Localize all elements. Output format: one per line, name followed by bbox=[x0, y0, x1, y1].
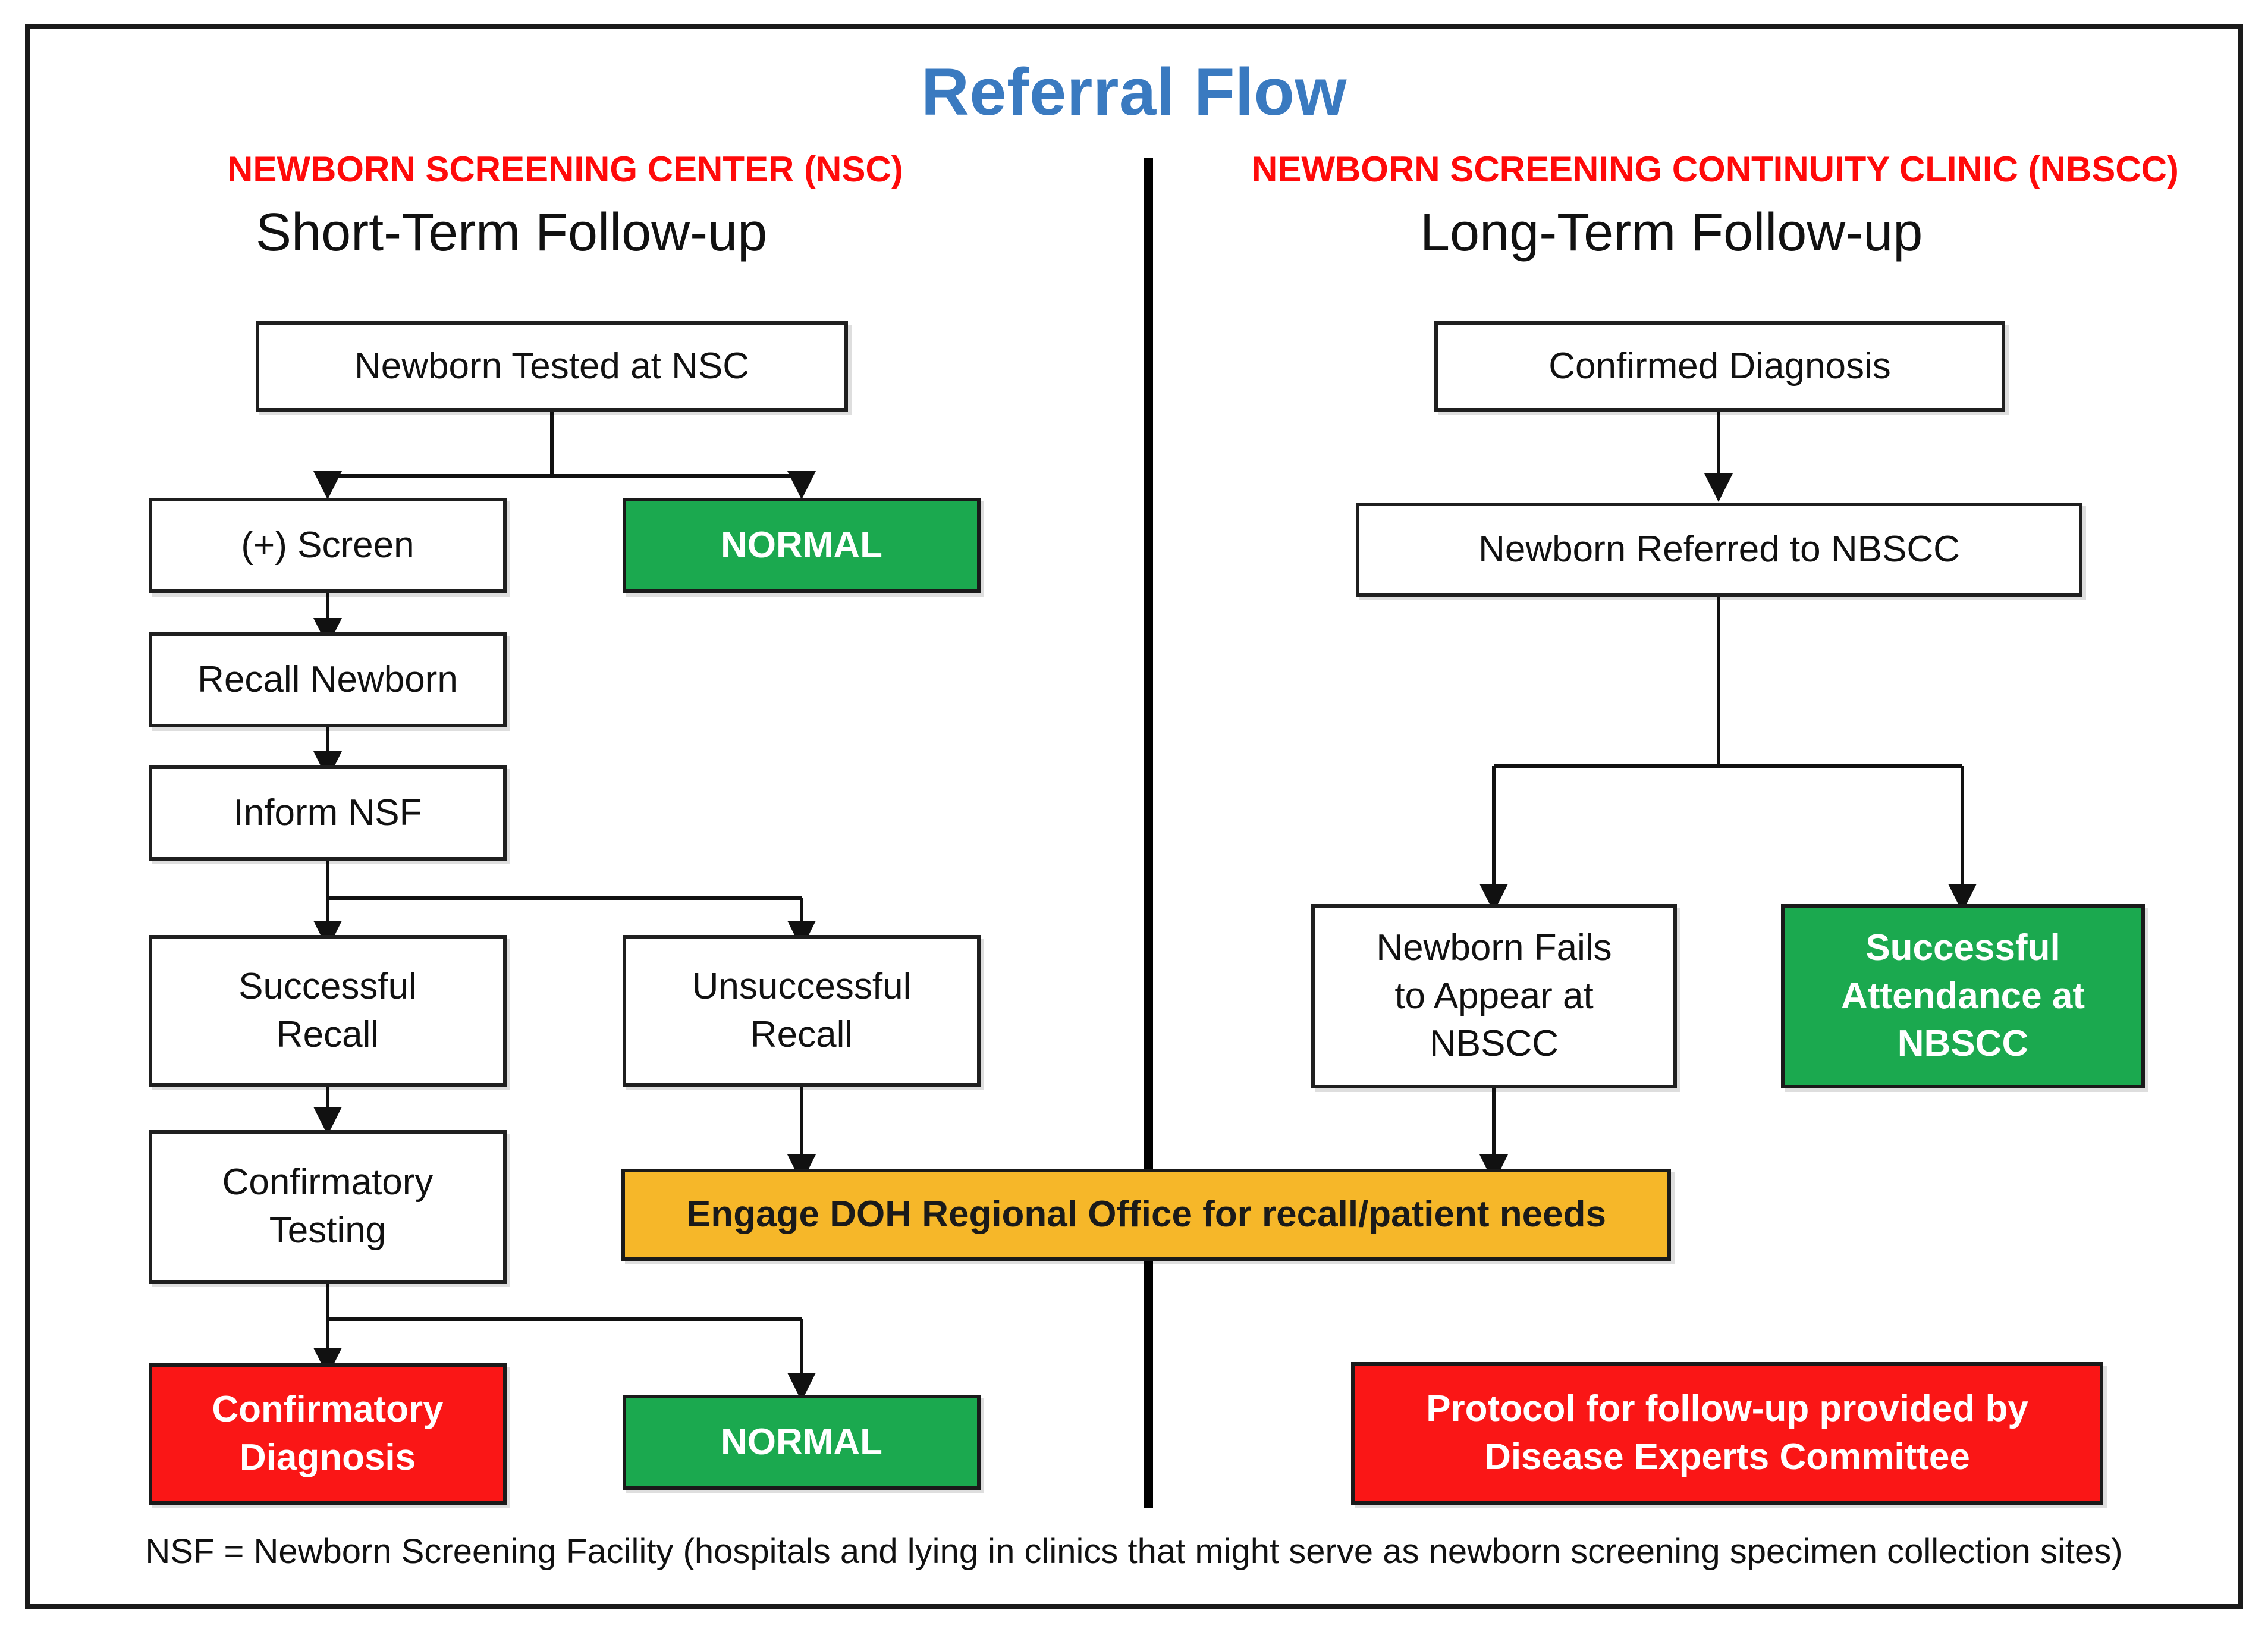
footnote-nsf-definition: NSF = Newborn Screening Facility (hospit… bbox=[145, 1532, 2123, 1571]
right-column-phase-label: Long-Term Follow-up bbox=[1420, 203, 1923, 262]
node-successful-attendance[interactable]: Successful Attendance at NBSCC bbox=[1781, 904, 2145, 1088]
node-normal-bottom[interactable]: NORMAL bbox=[623, 1395, 981, 1490]
node-confirmatory-testing[interactable]: Confirmatory Testing bbox=[149, 1130, 507, 1284]
node-engage-doh[interactable]: Engage DOH Regional Office for recall/pa… bbox=[621, 1169, 1671, 1261]
left-column-phase-label: Short-Term Follow-up bbox=[256, 203, 768, 262]
column-divider bbox=[1144, 158, 1153, 1508]
node-protocol-followup[interactable]: Protocol for follow-up provided by Disea… bbox=[1351, 1362, 2103, 1505]
node-confirmed-diagnosis[interactable]: Confirmed Diagnosis bbox=[1434, 321, 2005, 412]
right-column-org-label: NEWBORN SCREENING CONTINUITY CLINIC (NBS… bbox=[1252, 149, 2179, 189]
left-column-org-label: NEWBORN SCREENING CENTER (NSC) bbox=[227, 149, 903, 189]
node-newborn-referred[interactable]: Newborn Referred to NBSCC bbox=[1356, 503, 2082, 597]
node-recall-newborn[interactable]: Recall Newborn bbox=[149, 632, 507, 727]
node-positive-screen[interactable]: (+) Screen bbox=[149, 498, 507, 593]
node-newborn-fails[interactable]: Newborn Fails to Appear at NBSCC bbox=[1311, 904, 1677, 1088]
node-successful-recall[interactable]: Successful Recall bbox=[149, 935, 507, 1087]
node-unsuccessful-recall[interactable]: Unsuccessful Recall bbox=[623, 935, 981, 1087]
node-inform-nsf[interactable]: Inform NSF bbox=[149, 765, 507, 861]
node-newborn-tested[interactable]: Newborn Tested at NSC bbox=[256, 321, 848, 412]
node-normal-top[interactable]: NORMAL bbox=[623, 498, 981, 593]
page-title: Referral Flow bbox=[921, 55, 1347, 129]
node-confirmatory-diagnosis[interactable]: Confirmatory Diagnosis bbox=[149, 1363, 507, 1505]
